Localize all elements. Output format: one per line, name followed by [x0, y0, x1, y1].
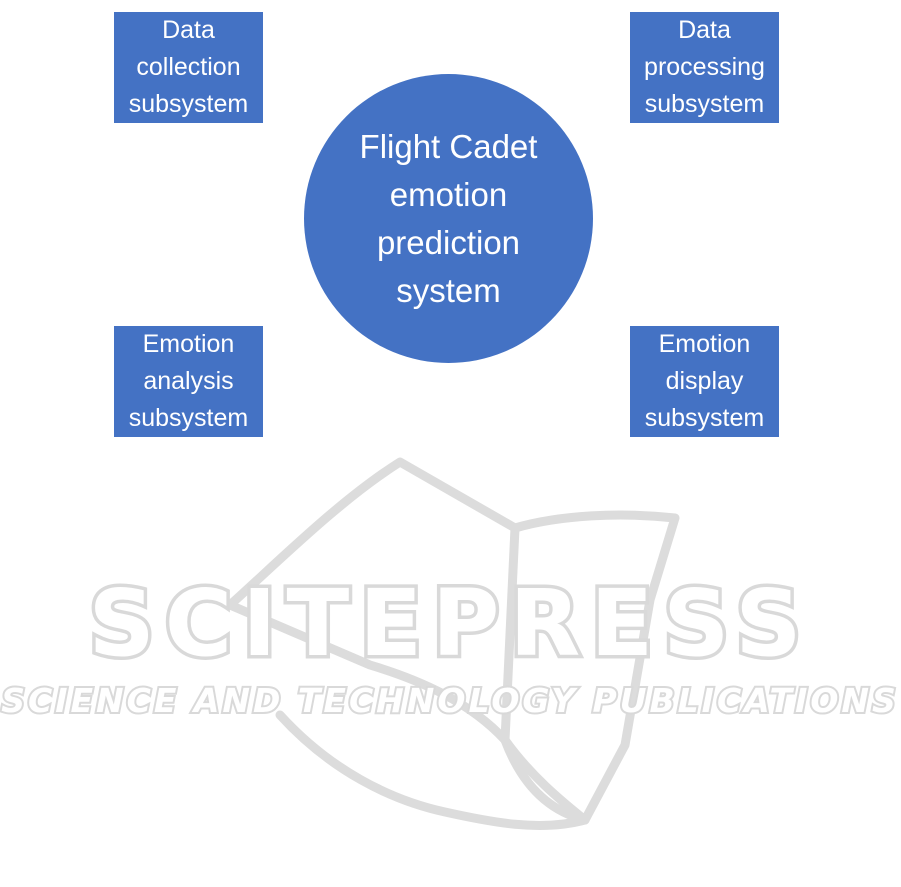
box-line: subsystem: [644, 86, 765, 123]
emotion-analysis-subsystem-box: Emotion analysis subsystem: [114, 326, 263, 437]
circle-line: system: [396, 267, 501, 315]
circle-line: Flight Cadet: [360, 123, 538, 171]
box-line: subsystem: [129, 400, 248, 437]
box-line: analysis: [129, 363, 248, 400]
watermark-subtitle: SCIENCE AND TECHNOLOGY PUBLICATIONS: [1, 681, 899, 720]
box-line: Emotion: [645, 326, 764, 363]
scitepress-watermark: SCITEPRESS SCIENCE AND TECHNOLOGY PUBLIC…: [0, 440, 901, 887]
box-line: subsystem: [129, 86, 248, 123]
emotion-display-subsystem-box: Emotion display subsystem: [630, 326, 779, 437]
watermark-title: SCITEPRESS: [88, 570, 811, 677]
data-processing-subsystem-box: Data processing subsystem: [630, 12, 779, 123]
box-line: subsystem: [645, 400, 764, 437]
box-line: processing: [644, 49, 765, 86]
data-collection-subsystem-box: Data collection subsystem: [114, 12, 263, 123]
circle-line: prediction: [377, 219, 520, 267]
central-system-circle: Flight Cadet emotion prediction system: [304, 74, 593, 363]
box-line: Emotion: [129, 326, 248, 363]
box-line: collection: [129, 49, 248, 86]
circle-line: emotion: [390, 171, 507, 219]
box-line: Data: [129, 12, 248, 49]
box-line: Data: [644, 12, 765, 49]
box-line: display: [645, 363, 764, 400]
